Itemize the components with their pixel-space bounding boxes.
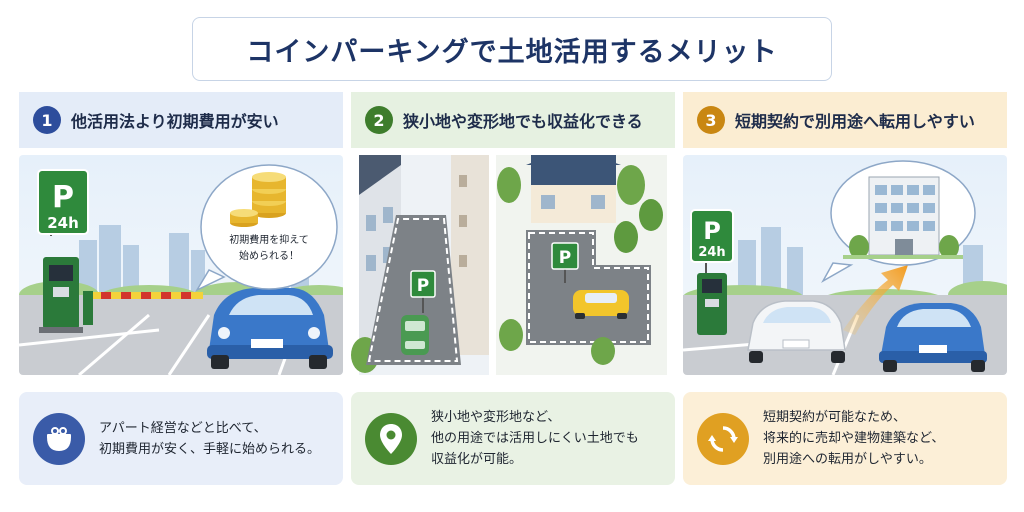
conversion-arrow [843,265,908,335]
panel-1-number: 1 [33,106,61,134]
refresh-cycle-icon [697,412,749,465]
blue-car [207,288,333,369]
irregular-lot-scene: P [496,155,667,375]
panel-3-header: 3 短期契約で別用途へ転用しやすい [683,92,1007,148]
panel-3-illustration: P 24h [683,155,1007,375]
panel-3-line-3: 別用途への転用がしやすい。 [763,452,932,467]
page-title: コインパーキングで土地活用するメリット [246,36,778,68]
panel-1-line-1: アパート経営などと比べて、 [99,420,267,436]
speech-bubble: 初期費用を抑えて 始められる！ [195,164,338,292]
panel-1-description: アパート経営などと比べて、 初期費用が安く、手軽に始められる。 [99,418,320,460]
white-car [747,300,846,363]
coin-purse-icon [33,412,85,465]
sign-hours: 24h [47,214,79,232]
merit-panel-3: 3 短期契約で別用途へ転用しやすい [683,92,1007,485]
sign-letter: P [52,180,74,215]
panel-2-info: 狭小地や変形地など、 他の用途では活用しにくい土地でも 収益化が可能。 [351,392,675,485]
pay-machine [697,273,727,335]
panel-3-info: 短期契約が可能なため、 将来的に売却や建物建築など、 別用途への転用がしやすい。 [683,392,1007,485]
panel-3-line-1: 短期契約が可能なため、 [763,410,907,425]
panel-3-heading: 短期契約で別用途へ転用しやすい [735,112,975,131]
apartment-building [868,176,940,256]
panel-1-info: アパート経営などと比べて、 初期費用が安く、手軽に始められる。 [19,392,343,485]
bubble-line-2: 始められる！ [239,249,299,262]
panel-2-description: 狭小地や変形地など、 他の用途では活用しにくい土地でも 収益化が可能。 [431,407,639,470]
merit-panel-1: 1 他活用法より初期費用が安い [19,92,343,485]
parking-sign: P 24h [37,169,89,236]
panel-1-illustration: P 24h [19,155,343,375]
green-car [401,315,429,355]
parking-sign: P 24h [690,209,734,275]
panel-3-number: 3 [697,106,725,134]
merit-panel-2: 2 狭小地や変形地でも収益化できる P [351,92,675,485]
narrow-lot-scene: P [351,155,489,375]
sign-letter: P [417,276,429,296]
panel-2-header: 2 狭小地や変形地でも収益化できる [351,92,675,148]
title-box: コインパーキングで土地活用するメリット [192,17,832,81]
panel-3-line-2: 将来的に売却や建物建築など、 [763,431,945,446]
sign-hours: 24h [698,245,725,260]
panel-2-heading: 狭小地や変形地でも収益化できる [403,112,643,131]
panel-2-line-1: 狭小地や変形地など、 [431,410,561,425]
panel-3-description: 短期契約が可能なため、 将来的に売却や建物建築など、 別用途への転用がしやすい。 [763,407,944,470]
panel-2-number: 2 [365,106,393,134]
map-pin-icon [365,412,417,465]
bubble-line-1: 初期費用を抑えて [229,233,309,246]
sign-letter: P [703,217,721,245]
panel-1-heading: 他活用法より初期費用が安い [71,112,279,131]
panel-1-header: 1 他活用法より初期費用が安い [19,92,343,148]
pay-machine [39,257,83,333]
panel-2-illustration: P [351,155,675,375]
coin-stack [230,172,286,227]
panel-2-line-3: 収益化が可能。 [431,452,523,467]
panel-2-line-2: 他の用途では活用しにくい土地でも [431,431,639,446]
gate-barrier [83,291,203,325]
panel-1-line-2: 初期費用が安く、手軽に始められる。 [99,441,321,457]
yellow-car [573,290,629,319]
building-bubble [821,160,976,283]
sign-letter: P [559,248,571,268]
blue-car [879,303,987,372]
